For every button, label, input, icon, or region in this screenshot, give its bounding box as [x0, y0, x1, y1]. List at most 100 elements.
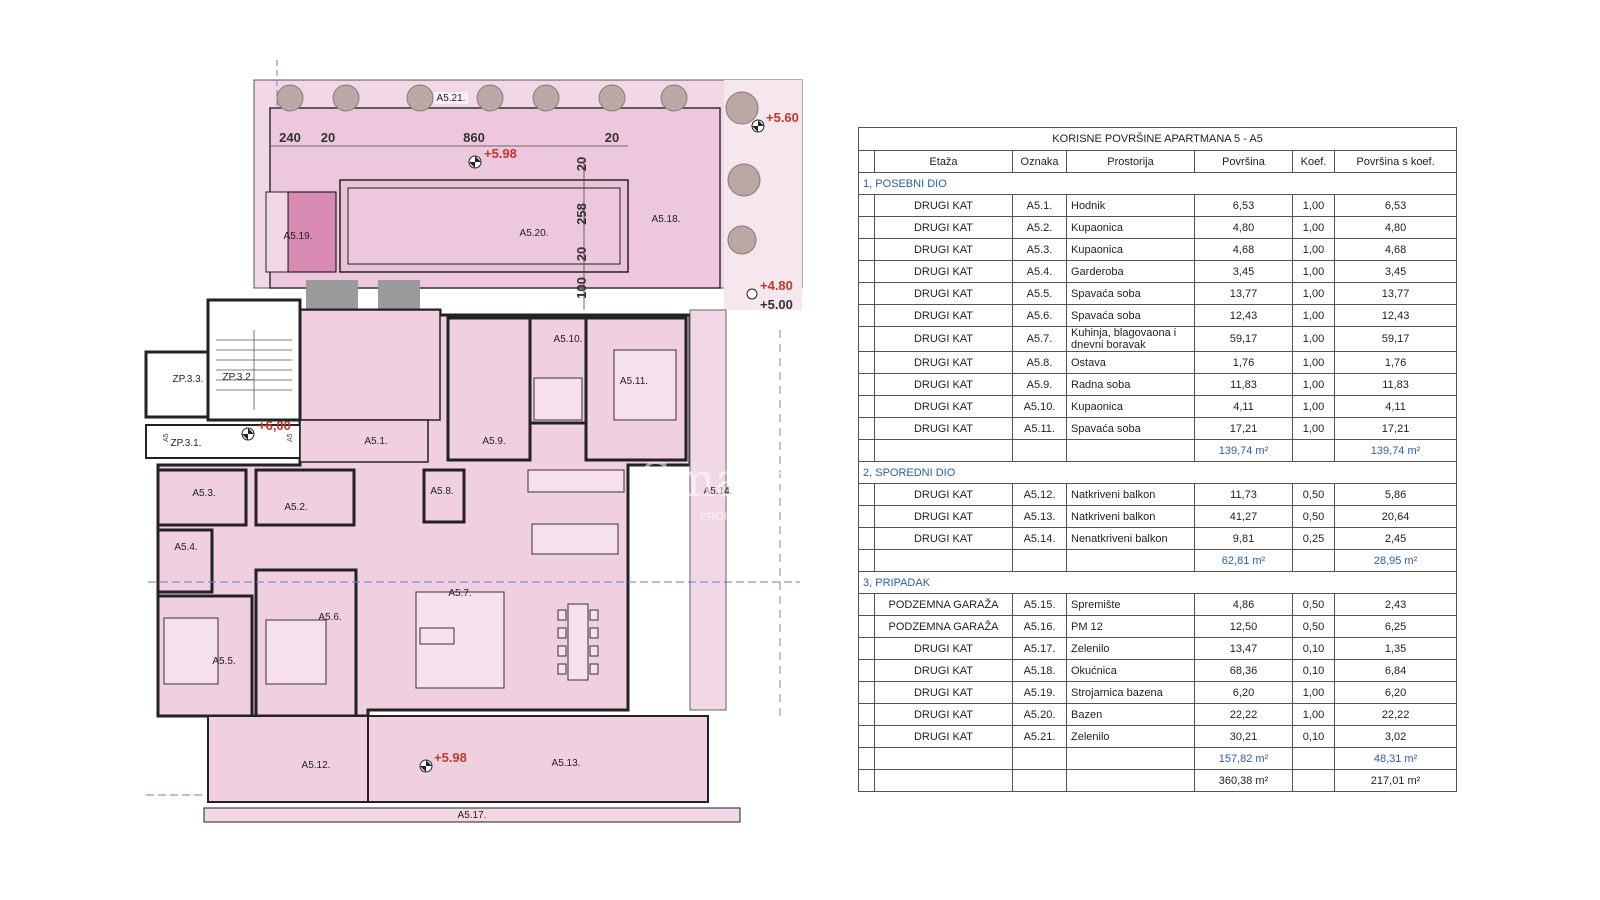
cell-koef: 1,00	[1292, 681, 1335, 704]
cell-oznaka: A5.19.	[1012, 681, 1067, 704]
cell-povrsina: 12,50	[1194, 615, 1293, 638]
cell-etaza: DRUGI KAT	[874, 725, 1013, 748]
grand-total-area: 360,38 m²	[1194, 769, 1293, 792]
cell-povrsina-koef: 59,17	[1333, 326, 1458, 352]
dim-20a: 20	[321, 130, 335, 145]
cell-koef: 0,50	[1292, 593, 1335, 616]
label-zp-3-1: ZP.3.1.	[171, 438, 202, 449]
table-header-row: Etaža Oznaka Prostorija Površina Koef. P…	[858, 150, 1458, 173]
table-cell-blank	[858, 439, 875, 462]
cell-povrsina: 3,45	[1194, 260, 1293, 283]
cell-oznaka: A5.2.	[1012, 216, 1067, 239]
cell-prostorija: Spavaća soba	[1066, 304, 1195, 327]
label-a5-18: A5.18.	[652, 214, 681, 225]
cell-prostorija: Zelenilo	[1066, 637, 1195, 660]
cell-povrsina-koef: 2,45	[1333, 527, 1458, 550]
vent-1	[306, 280, 358, 312]
table-cell-blank	[874, 769, 1013, 792]
cell-oznaka: A5.12.	[1012, 483, 1067, 506]
cell-povrsina-koef: 1,76	[1333, 351, 1458, 374]
table-cell-blank	[858, 769, 875, 792]
section-name: 1, POSEBNI DIO	[857, 172, 1458, 195]
room-a5-17	[203, 807, 741, 823]
table-cell-blank	[858, 527, 875, 550]
dining-chairs	[557, 609, 599, 675]
cell-koef: 1,00	[1292, 373, 1335, 396]
cell-povrsina: 12,43	[1194, 304, 1293, 327]
cell-oznaka: A5.10.	[1012, 395, 1067, 418]
dimension-labels: 240 20 860 20 20 258 20 100	[279, 130, 619, 299]
floor-plan: A5.21. A5.18. A5.19. A5.20. A5.10. A5.11…	[144, 60, 820, 823]
table-cell-blank	[1012, 769, 1067, 792]
header-koef: Koef.	[1292, 150, 1335, 173]
room-zp-3-1	[145, 424, 301, 459]
table-cell-blank	[858, 593, 875, 616]
label-a5-12: A5.12.	[302, 760, 331, 771]
label-zp-3-2: ZP.3.2.	[223, 372, 254, 383]
dim-240: 240	[279, 130, 301, 145]
label-a5-13: A5.13.	[552, 758, 581, 769]
cell-prostorija: Spremište	[1066, 593, 1195, 616]
table-cell-blank	[874, 439, 1013, 462]
cell-povrsina-koef: 1,35	[1333, 637, 1458, 660]
cell-povrsina-koef: 6,53	[1333, 194, 1458, 217]
label-a5-5: A5.5.	[212, 656, 235, 667]
header-prostorija: Prostorija	[1066, 150, 1195, 173]
kitchen-counter	[527, 469, 625, 493]
table-cell-blank	[858, 505, 875, 528]
label-a5-6: A5.6.	[318, 612, 341, 623]
section-total-coef: 28,95 m²	[1333, 549, 1458, 572]
dimension-lines	[270, 145, 628, 310]
cell-koef: 1,00	[1292, 351, 1335, 374]
table-cell-blank	[1012, 747, 1067, 770]
table-cell-blank	[858, 637, 875, 660]
cell-etaza: PODZEMNA GARAŽA	[874, 615, 1013, 638]
cell-oznaka: A5.4.	[1012, 260, 1067, 283]
label-a5-17: A5.17.	[458, 810, 487, 821]
vent-2	[378, 280, 420, 312]
stair-steps	[216, 330, 292, 410]
section-total-area: 157,82 m²	[1194, 747, 1293, 770]
watermark-text: Smart Invest	[640, 453, 820, 507]
section-name: 2, SPOREDNI DIO	[857, 461, 1458, 484]
cell-oznaka: A5.13.	[1012, 505, 1067, 528]
cell-etaza: DRUGI KAT	[874, 194, 1013, 217]
table-cell-blank	[1292, 769, 1335, 792]
cell-koef: 1,00	[1292, 194, 1335, 217]
cell-oznaka: A5.7.	[1012, 326, 1067, 352]
cell-prostorija: Zelenilo	[1066, 725, 1195, 748]
room-a5-4	[156, 528, 214, 594]
label-a5-7: A5.7.	[448, 588, 471, 599]
cell-prostorija: Radna soba	[1066, 373, 1195, 396]
table-cell-blank	[858, 373, 875, 396]
watermark-subtext: PROPERTIES	[700, 511, 771, 523]
label-a5-8: A5.8.	[430, 486, 453, 497]
label-a5-20: A5.20.	[520, 228, 549, 239]
label-a5-3: A5.3.	[192, 488, 215, 499]
cell-prostorija: Natkriveni balkon	[1066, 505, 1195, 528]
header-oznaka: Oznaka	[1012, 150, 1067, 173]
elev-560: +5.60	[766, 110, 799, 125]
cell-etaza: DRUGI KAT	[874, 373, 1013, 396]
machine-room	[287, 191, 337, 273]
cell-etaza: DRUGI KAT	[874, 659, 1013, 682]
table-cell-blank	[858, 659, 875, 682]
table-cell-blank	[858, 194, 875, 217]
label-a5-11: A5.11.	[620, 376, 648, 387]
bed-a5-5	[163, 617, 219, 685]
label-a5-2: A5.2.	[284, 502, 307, 513]
cell-koef: 1,00	[1292, 395, 1335, 418]
cell-prostorija: Ostava	[1066, 351, 1195, 374]
dim-v20a: 20	[574, 157, 589, 171]
cell-prostorija: Natkriveni balkon	[1066, 483, 1195, 506]
cell-koef: 1,00	[1292, 216, 1335, 239]
room-a5-1	[299, 419, 429, 463]
section-header-row: 1, POSEBNI DIO	[857, 172, 1458, 195]
cell-oznaka: A5.18.	[1012, 659, 1067, 682]
cell-prostorija: Kupaonica	[1066, 395, 1195, 418]
